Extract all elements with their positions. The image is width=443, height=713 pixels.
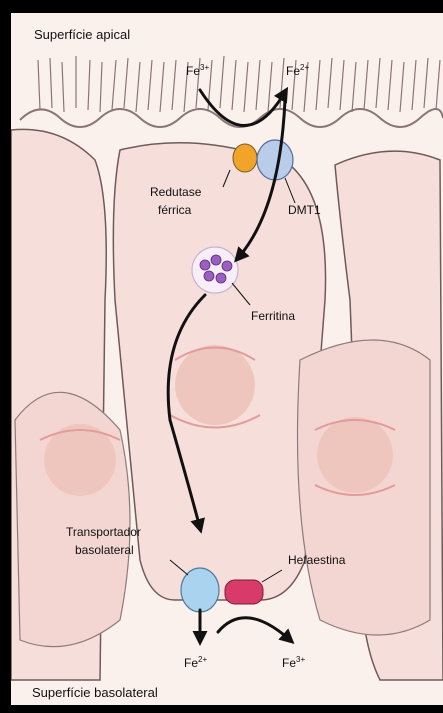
diagram-panel: Superfície apical Fe3+ Fe2+ Redutase fér…	[11, 13, 443, 705]
hephaestin-label: Hefaestina	[288, 553, 346, 567]
hephaestin-protein	[225, 580, 263, 604]
apical-membrane	[20, 109, 443, 127]
fe2-top-label: Fe2+	[286, 63, 309, 78]
ferric-reductase-protein	[233, 144, 257, 172]
fe3-bottom-label: Fe3+	[282, 655, 305, 670]
ferritin-label: Ferritina	[251, 309, 295, 323]
apical-surface-label: Superfície apical	[34, 27, 130, 42]
fe2-bottom-label: Fe2+	[184, 655, 207, 670]
basolateral-surface-label: Superfície basolateral	[32, 685, 158, 700]
fe3-top-label: Fe3+	[186, 63, 209, 78]
microvilli	[38, 56, 440, 112]
nucleus-center	[175, 345, 255, 425]
dmt1-label: DMT1	[288, 203, 321, 217]
ferritin-vesicle	[192, 247, 238, 293]
nucleus-right	[317, 417, 393, 493]
basolateral-transporter-protein	[181, 568, 219, 612]
iron-absorption-diagram: Superfície apical Fe3+ Fe2+ Redutase fér…	[11, 13, 443, 705]
